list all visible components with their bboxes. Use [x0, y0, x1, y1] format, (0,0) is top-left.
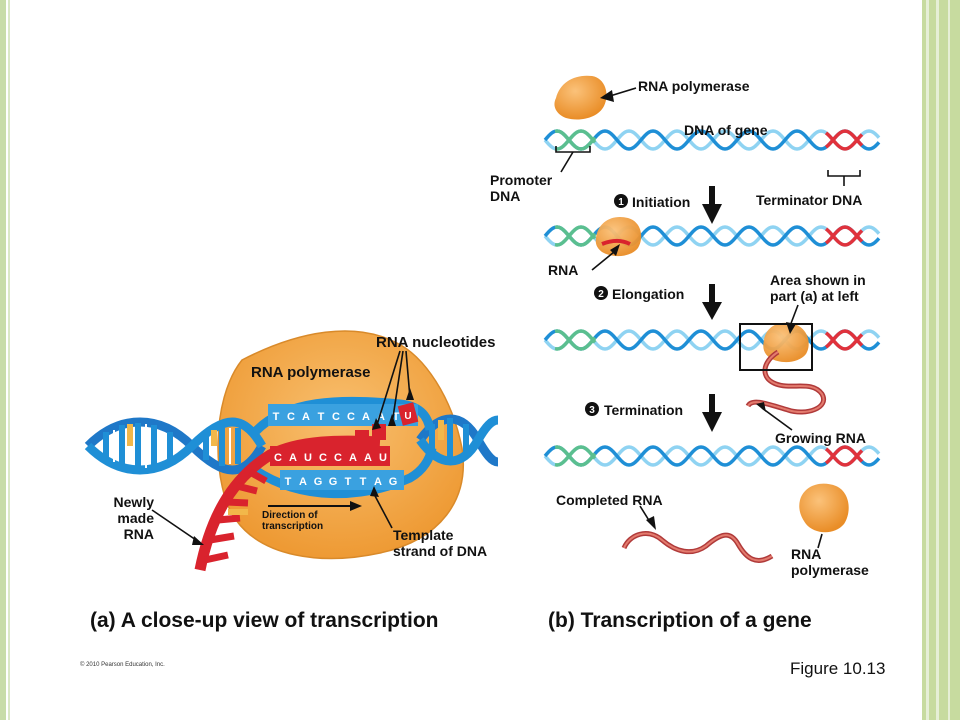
rna-bases: C A U C C A A U	[270, 446, 390, 466]
bottom-base: A	[374, 476, 382, 488]
area-shown-box	[739, 323, 813, 371]
frame-right-band	[922, 0, 960, 720]
top-base: T	[273, 411, 280, 423]
svg-text:3: 3	[589, 405, 595, 416]
dna-row	[543, 225, 881, 247]
bottom-base: G	[389, 476, 398, 488]
top-base: C	[332, 411, 340, 423]
dna-strand	[543, 329, 881, 351]
top-base: T	[393, 411, 400, 423]
frame-left-line	[8, 0, 10, 720]
svg-text:U: U	[404, 411, 411, 422]
top-base: A	[377, 411, 385, 423]
label-rna: RNA	[548, 262, 579, 278]
label-termination: Termination	[604, 402, 684, 418]
dna-segment	[824, 445, 864, 465]
dna-segment	[554, 129, 597, 151]
top-base: C	[287, 411, 295, 423]
rna-base: A	[364, 452, 372, 464]
step-arrows	[702, 186, 722, 432]
dna-segment	[554, 329, 597, 351]
label-terminator-dna: Terminator DNA	[756, 192, 863, 208]
polymerase-blob-initiation	[595, 216, 642, 257]
dna-helix-left	[84, 417, 266, 475]
bottom-base: G	[314, 476, 323, 488]
top-base: T	[318, 411, 325, 423]
label-dna-of-gene: DNA of gene	[684, 122, 768, 138]
dna-row	[543, 445, 881, 467]
dna-segment	[824, 129, 864, 149]
bottom-base: T	[360, 476, 367, 488]
polymerase-blob-end	[799, 483, 849, 533]
dna-segment	[554, 129, 597, 151]
bottom-base: A	[299, 476, 307, 488]
bottom-base: G	[329, 476, 338, 488]
rna-base: C	[319, 452, 327, 464]
dna-segment	[554, 445, 597, 467]
dna-segment	[554, 225, 597, 247]
top-strand-bases: T C A T C C A A T C	[268, 404, 418, 426]
dna-strand	[543, 445, 881, 467]
label-elongation: Elongation	[612, 286, 685, 302]
dna-row	[543, 129, 881, 151]
rna-base: A	[349, 452, 357, 464]
top-base: A	[362, 411, 370, 423]
caption-part-a: (a) A close-up view of transcription	[90, 609, 439, 632]
bottom-strand-bases: T A G G T T A G	[280, 470, 404, 490]
label-completed-rna: Completed RNA	[556, 492, 663, 508]
completed-rna	[621, 531, 774, 563]
svg-text:2: 2	[598, 289, 604, 300]
label-growing-rna: Growing RNA	[775, 430, 866, 446]
svg-text:1: 1	[618, 197, 624, 208]
rna-base: U	[379, 452, 387, 464]
dna-strand	[543, 129, 881, 151]
rna-base: A	[289, 452, 297, 464]
dna-segment	[824, 329, 864, 349]
polymerase-blob-top	[554, 75, 607, 120]
label-initiation: Initiation	[632, 194, 691, 210]
label-rna-polymerase-top: RNA polymerase	[638, 78, 750, 94]
copyright-text: © 2010 Pearson Education, Inc.	[80, 662, 165, 668]
bottom-base: T	[285, 476, 292, 488]
figure-label: Figure 10.13	[790, 659, 886, 678]
step-number-badges: 1 2 3	[585, 194, 628, 416]
top-base: C	[347, 411, 355, 423]
rna-base: U	[304, 452, 312, 464]
top-base: A	[302, 411, 310, 423]
rna-initiation	[601, 239, 631, 246]
bottom-base: T	[345, 476, 352, 488]
dna-segment	[554, 225, 597, 247]
frame-left-band	[0, 0, 6, 720]
dna-segment	[554, 445, 597, 467]
caption-part-b: (b) Transcription of a gene	[548, 609, 812, 632]
rna-base: C	[274, 452, 282, 464]
dna-segment	[824, 225, 864, 245]
rna-strand	[194, 435, 381, 572]
label-rna-polymerase-a: RNA polymerase	[251, 364, 371, 381]
rna-base: C	[334, 452, 342, 464]
dna-segment	[554, 329, 597, 351]
label-rna-nucleotides: RNA nucleotides	[376, 334, 496, 351]
dna-row	[543, 329, 881, 351]
